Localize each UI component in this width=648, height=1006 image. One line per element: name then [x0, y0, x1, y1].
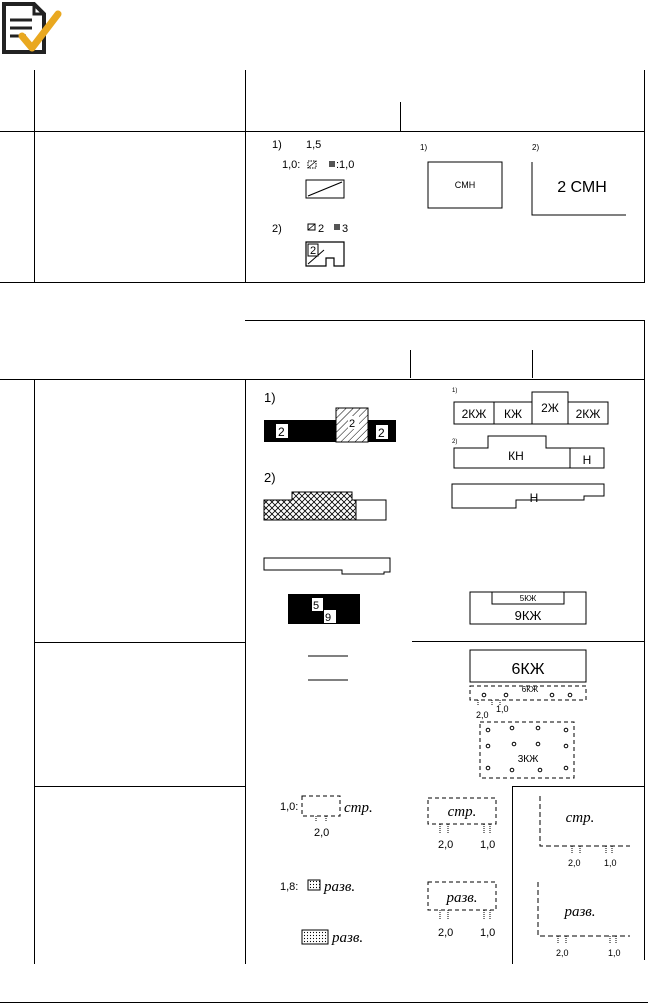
item-1-label: 1)	[452, 388, 457, 394]
dim-label: 1,0:	[282, 159, 300, 171]
table2-row2-right-figure: 6КЖ 6КЖ 2,0 1,0 3КЖ	[462, 646, 592, 782]
kzh-label: 6КЖ	[512, 661, 545, 678]
dim-label: 2,0	[314, 827, 329, 839]
box-number: 2	[278, 425, 285, 439]
kn-label: КН	[508, 449, 524, 463]
table2-row1-right-figure: 1) 2КЖ КЖ 2Ж 2КЖ 2) КН Н Н 5КЖ 9КЖ	[448, 386, 614, 632]
number-label: 3	[342, 223, 348, 235]
item-2-label: 2)	[532, 143, 539, 152]
table1-signs-figure: 1) 1,5 1,0: :1,0 2) 2 3 2	[268, 136, 378, 274]
str-label: стр.	[566, 810, 595, 826]
item-2-label: 2)	[264, 470, 276, 485]
str-label: стр.	[344, 800, 373, 816]
kzh-label: 2КЖ	[462, 407, 487, 421]
table2-row1-left-figure: 1) 2 2 2 2) 5 9	[260, 388, 410, 638]
kzh-label: КЖ	[504, 407, 522, 421]
kzh-label-small: 3КЖ	[518, 754, 539, 765]
dim-label: 1,0:	[280, 801, 298, 813]
kzh-label: 9КЖ	[515, 608, 542, 623]
dim-label: 1,0	[480, 927, 495, 939]
dim-label: 2,0	[476, 710, 489, 720]
table2-row3-mid-figure: стр. 2,0 1,0 разв. 2,0 1,0	[420, 790, 510, 946]
str-label: стр.	[448, 804, 477, 820]
dim-label: 1,0	[608, 948, 621, 958]
box-number: 5	[313, 600, 319, 612]
item-2-label: 2)	[452, 439, 457, 445]
table2-row3-left-figure: 1,0: стр. 2,0 1,8: разв. разв.	[276, 790, 408, 956]
kzh-label: 2КЖ	[576, 407, 601, 421]
dim-label: 2,0	[438, 927, 453, 939]
table1-cmh-figure: 1) СМН 2) 2 СМН	[416, 140, 640, 222]
dim-label: 1,0	[496, 704, 509, 714]
width-label: 1,5	[306, 139, 321, 151]
number-label: 2	[318, 223, 324, 235]
document-check-icon	[0, 0, 64, 56]
dim-label: 1,0	[604, 858, 617, 868]
razv-label: разв.	[563, 904, 595, 920]
box-number: 2	[378, 426, 385, 440]
dim-label: 1,8:	[280, 881, 298, 893]
razv-label: разв.	[323, 879, 355, 895]
n-label: Н	[530, 491, 539, 505]
table2-row3-right-figure: стр. 2,0 1,0 разв. 2,0 1,0	[518, 790, 636, 960]
kzh-label-small: 6КЖ	[522, 685, 539, 694]
n-label: Н	[583, 453, 592, 467]
table2-row2-left-figure	[300, 650, 360, 690]
dim-label: 1,0	[480, 839, 495, 851]
kzh-label: 2Ж	[541, 401, 559, 415]
item-1-label: 1)	[420, 143, 427, 152]
item-1-label: 1)	[264, 390, 276, 405]
dim-label: 2,0	[556, 948, 569, 958]
dim-label: :1,0	[336, 159, 354, 171]
razv-label: разв.	[445, 890, 477, 906]
dim-label: 2,0	[438, 839, 453, 851]
box-number: 2	[310, 245, 316, 257]
item-2-label: 2)	[272, 223, 282, 235]
cmh-label-big: 2 СМН	[557, 179, 607, 196]
cmh-label-small: СМН	[455, 180, 475, 190]
razv-label: разв.	[331, 930, 363, 946]
box-number: 2	[349, 418, 355, 430]
kzh-label-small: 5КЖ	[520, 594, 537, 603]
item-1-label: 1)	[272, 139, 282, 151]
dim-label: 2,0	[568, 858, 581, 868]
box-number: 9	[325, 612, 331, 624]
